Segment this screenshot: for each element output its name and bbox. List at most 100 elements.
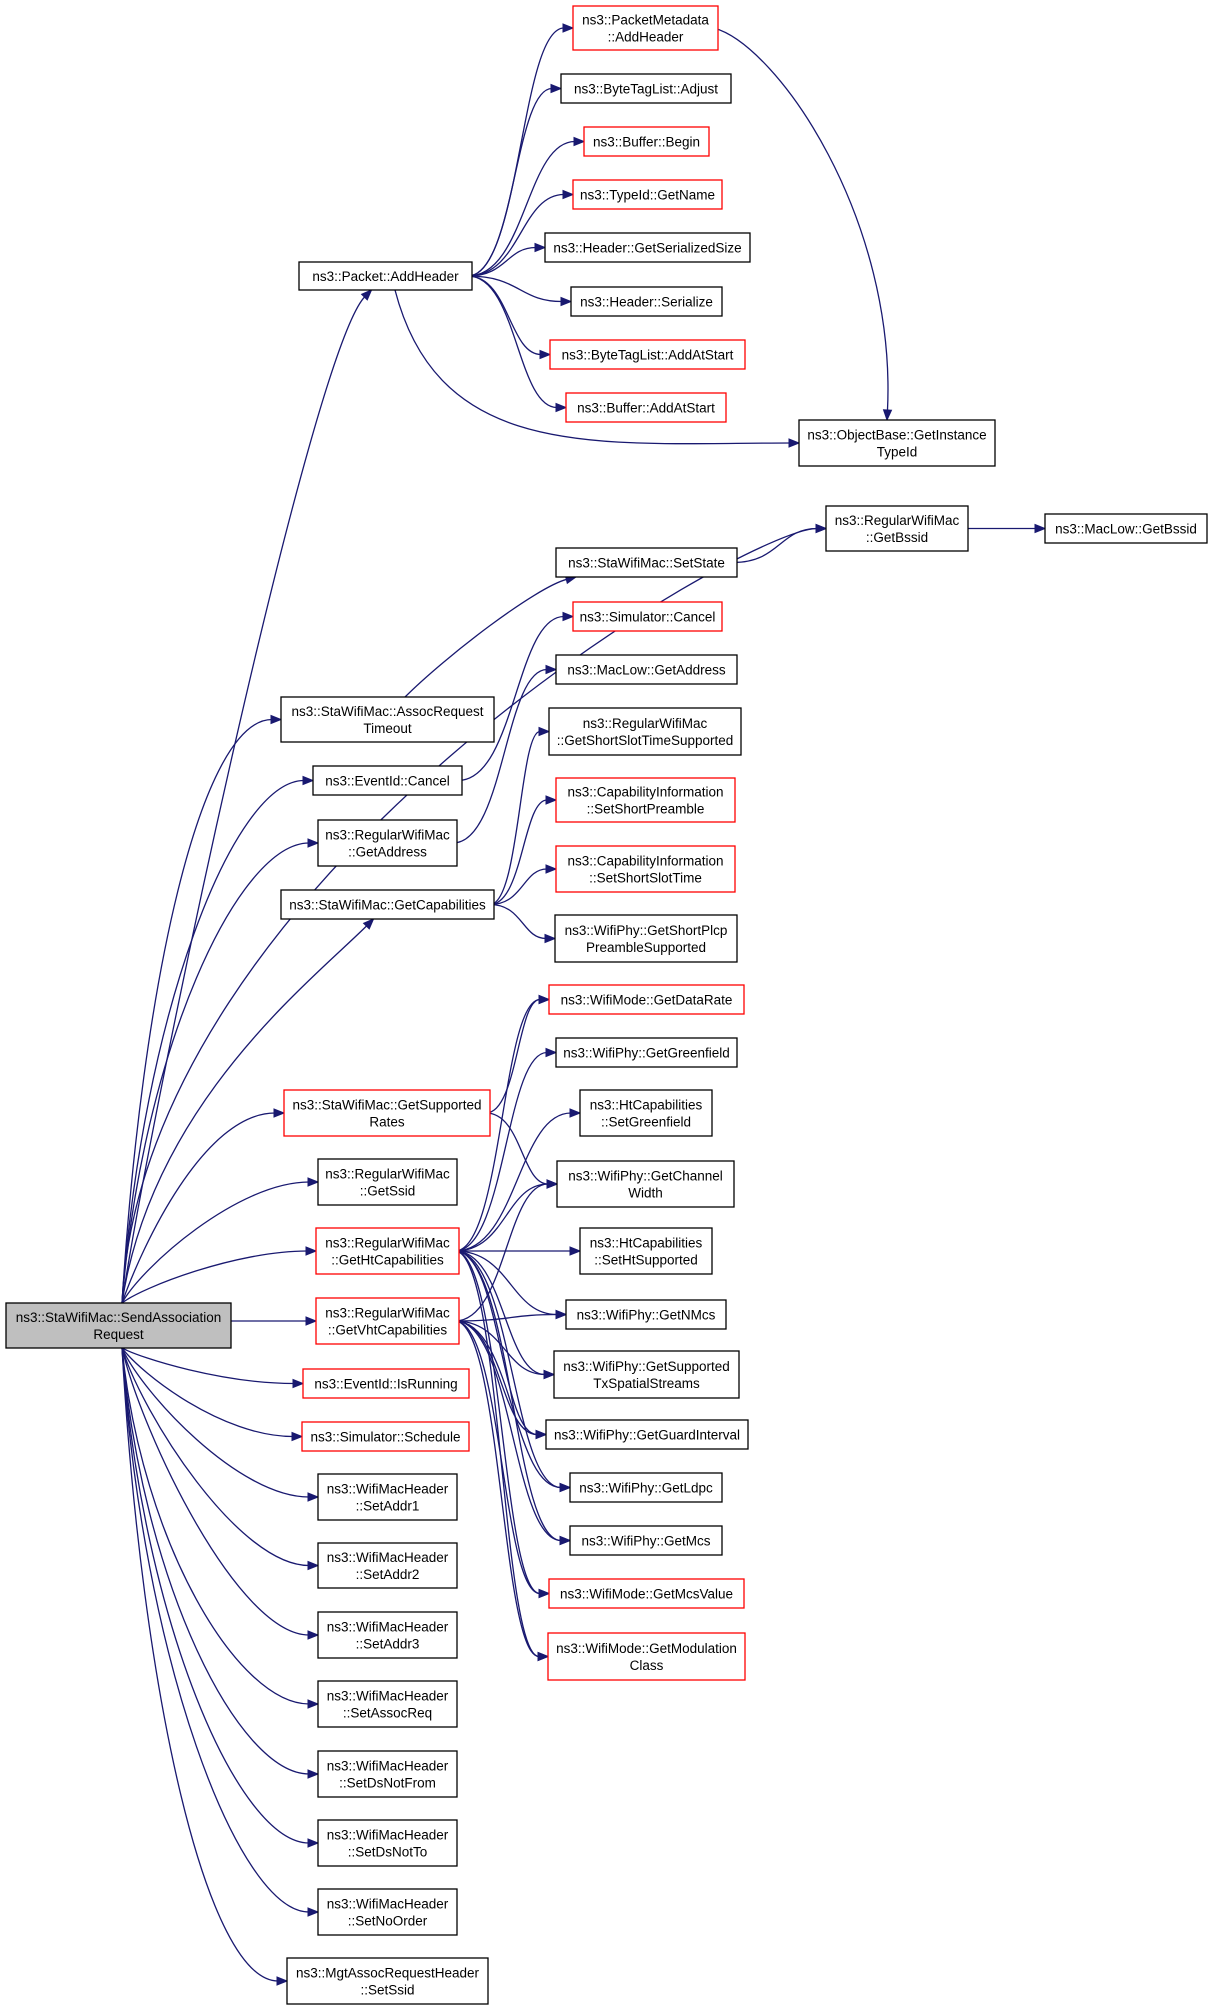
function-node-btl-adjust[interactable]: ns3::ByteTagList::Adjust [560, 73, 732, 104]
call-edge [454, 1320, 572, 1546]
call-edge-line [404, 578, 568, 698]
call-edge [394, 289, 801, 448]
function-node-wmh-setaddr3[interactable]: ns3::WifiMacHeader::SetAddr3 [317, 1611, 458, 1659]
function-node-marh-setssid[interactable]: ns3::MgtAssocRequestHeader::SetSsid [286, 1957, 489, 2005]
function-node-wp-getshortplcp[interactable]: ns3::WifiPhy::GetShortPlcpPreambleSuppor… [554, 914, 738, 963]
function-node-box [569, 1525, 723, 1556]
function-node-wp-getguard[interactable]: ns3::WifiPhy::GetGuardInterval [545, 1419, 749, 1450]
function-node-pkt-addheader[interactable]: ns3::Packet::AddHeader [298, 261, 473, 291]
function-node-rwm-gethtcaps[interactable]: ns3::RegularWifiMac::GetHtCapabilities [315, 1227, 460, 1275]
call-edge-line [121, 1347, 310, 1913]
function-node-label: ns3::WifiMacHeader [327, 1689, 449, 1704]
call-edge [454, 1320, 572, 1493]
function-node-label: ns3::WifiPhy::GetSupported [563, 1359, 730, 1374]
function-node-wp-getldpc[interactable]: ns3::WifiPhy::GetLdpc [569, 1472, 723, 1503]
function-node-wmh-setassocreq[interactable]: ns3::WifiMacHeader::SetAssocReq [317, 1680, 458, 1728]
function-node-label: ns3::Header::GetSerializedSize [553, 241, 741, 256]
function-node-wp-getsupportedtx[interactable]: ns3::WifiPhy::GetSupportedTxSpatialStrea… [553, 1350, 740, 1399]
function-node-hdr-getsersize[interactable]: ns3::Header::GetSerializedSize [544, 232, 751, 263]
function-node-typeid-getname[interactable]: ns3::TypeId::GetName [572, 179, 723, 210]
function-node-box [280, 696, 495, 743]
function-node-label: ns3::EventId::Cancel [325, 774, 450, 789]
function-node-wm-getdatarate[interactable]: ns3::WifiMode::GetDataRate [548, 984, 745, 1015]
call-edge-arrowhead [560, 296, 573, 307]
call-edge [452, 664, 558, 844]
function-node-label: ns3::MacLow::GetBssid [1055, 522, 1197, 537]
function-node-ci-setshortpreamble[interactable]: ns3::CapabilityInformation::SetShortPrea… [555, 777, 736, 823]
call-edge [404, 574, 578, 698]
function-node-rwm-getshortslot[interactable]: ns3::RegularWifiMac::GetShortSlotTimeSup… [548, 707, 742, 756]
function-node-wp-getgreenfield[interactable]: ns3::WifiPhy::GetGreenfield [555, 1037, 738, 1068]
call-edge-arrowhead [882, 409, 893, 422]
call-edge [489, 795, 558, 906]
function-node-maclow-getbssid[interactable]: ns3::MacLow::GetBssid [1044, 513, 1208, 544]
function-node-rwm-getaddress[interactable]: ns3::RegularWifiMac::GetAddress [317, 819, 458, 867]
function-node-wmh-setdsnotto[interactable]: ns3::WifiMacHeader::SetDsNotTo [317, 1819, 458, 1867]
function-node-evt-isrunning[interactable]: ns3::EventId::IsRunning [302, 1368, 470, 1399]
function-node-swm-setstate[interactable]: ns3::StaWifiMac::SetState [555, 547, 738, 578]
function-node-wm-getmcsvalue[interactable]: ns3::WifiMode::GetMcsValue [548, 1578, 745, 1609]
function-node-wmh-setaddr1[interactable]: ns3::WifiMacHeader::SetAddr1 [317, 1473, 458, 1521]
function-node-pm-addheader[interactable]: ns3::PacketMetadata::AddHeader [572, 5, 719, 51]
function-node-wmh-setdsnotfrom[interactable]: ns3::WifiMacHeader::SetDsNotFrom [317, 1750, 458, 1798]
call-edge-line [732, 527, 818, 564]
call-edge-line [454, 1112, 572, 1252]
function-node-buf-begin[interactable]: ns3::Buffer::Begin [583, 126, 710, 157]
call-edge-arrowhead [569, 1246, 582, 1256]
call-edge [489, 903, 557, 944]
call-edge-line [394, 289, 791, 445]
function-node-rwm-getbssid[interactable]: ns3::RegularWifiMac::GetBssid [825, 505, 969, 552]
call-edge [454, 1320, 556, 1380]
function-node-swm-getcaps[interactable]: ns3::StaWifiMac::GetCapabilities [280, 889, 495, 920]
function-node-ci-setshortslot[interactable]: ns3::CapabilityInformation::SetShortSlot… [555, 845, 736, 893]
function-node-maclow-getaddress[interactable]: ns3::MacLow::GetAddress [555, 654, 738, 685]
function-node-wp-getnmcs[interactable]: ns3::WifiPhy::GetNMcs [565, 1299, 727, 1330]
function-node-box [298, 261, 473, 291]
function-node-htc-setgreenfield[interactable]: ns3::HtCapabilities::SetGreenfield [579, 1089, 713, 1137]
function-node-rwm-getvhtcaps[interactable]: ns3::RegularWifiMac::GetVhtCapabilities [315, 1297, 460, 1345]
function-node-label: ::SetShortPreamble [587, 802, 705, 817]
function-node-htc-sethtsupported[interactable]: ns3::HtCapabilities::SetHtSupported [579, 1227, 713, 1275]
call-edge-line [467, 246, 537, 277]
call-edge-line [454, 1051, 548, 1252]
call-edge [467, 189, 575, 277]
function-node-sim-schedule[interactable]: ns3::Simulator::Schedule [301, 1421, 470, 1452]
call-edge-arrowhead [537, 1651, 550, 1662]
call-edge-line [485, 1112, 549, 1185]
call-edge-arrowhead [291, 1431, 304, 1442]
call-edge-arrowhead [544, 933, 557, 944]
call-edge-line [454, 1320, 546, 1376]
function-node-rwm-getssid[interactable]: ns3::RegularWifiMac::GetSsid [317, 1158, 458, 1206]
call-edge [121, 1347, 289, 1986]
function-node-box [317, 1611, 458, 1659]
function-node-box [317, 1819, 458, 1867]
function-node-btl-addatstart[interactable]: ns3::ByteTagList::AddAtStart [549, 339, 746, 370]
call-edge-arrowhead [307, 1769, 320, 1779]
function-node-label: ns3::CapabilityInformation [567, 854, 723, 869]
call-edge-line [485, 998, 541, 1114]
function-node-buf-addatstart[interactable]: ns3::Buffer::AddAtStart [565, 392, 727, 423]
function-node-wmh-setnoorder[interactable]: ns3::WifiMacHeader::SetNoOrder [317, 1888, 458, 1936]
call-edge-line [454, 1183, 549, 1322]
call-edge-line [121, 718, 273, 1304]
function-node-hdr-serialize[interactable]: ns3::Header::Serialize [570, 286, 723, 317]
function-node-wmh-setaddr2[interactable]: ns3::WifiMacHeader::SetAddr2 [317, 1542, 458, 1589]
function-node-label: ns3::StaWifiMac::AssocRequest [291, 704, 483, 719]
function-node-label: ::SetNoOrder [348, 1914, 428, 1929]
function-node-evt-cancel[interactable]: ns3::EventId::Cancel [312, 765, 463, 796]
function-node-label: Width [628, 1186, 663, 1201]
function-node-sim-cancel[interactable]: ns3::Simulator::Cancel [572, 601, 723, 632]
call-edge [121, 1347, 320, 1848]
call-edge-arrowhead [573, 136, 586, 147]
call-edge-line [489, 868, 548, 906]
function-node-box [317, 1473, 458, 1521]
function-node-box [283, 1089, 491, 1137]
function-node-wp-getmcs[interactable]: ns3::WifiPhy::GetMcs [569, 1525, 723, 1556]
